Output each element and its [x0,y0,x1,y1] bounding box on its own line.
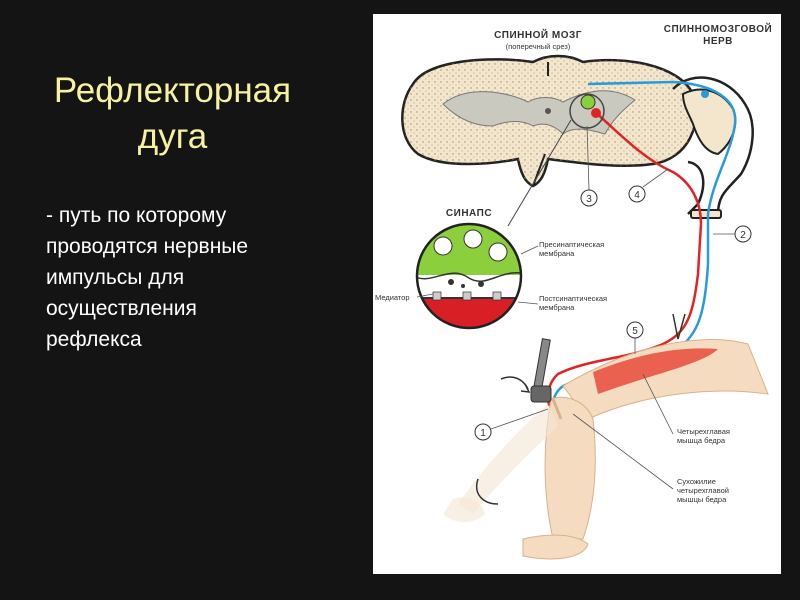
reflex-hammer-icon [500,338,552,403]
kick-arrow-icon [476,478,499,505]
svg-text:4: 4 [634,190,640,201]
kicking-leg-ghost [458,404,558,514]
quadriceps-muscle [593,348,718,394]
muscle-pointer-line [642,373,674,435]
marker-2: 2 [713,225,752,243]
tendon-label-1: Сухожилие [677,477,716,486]
synapse-label: СИНАПС [446,208,492,219]
muscle-label-1: Четырехглавая [677,427,730,436]
marker-5: 5 [626,321,644,354]
synapse-detail [415,222,539,330]
interneuron-synapse [580,94,596,110]
svg-text:3: 3 [586,194,592,205]
tendon-label-2: четырехглавой [677,486,729,495]
spinal-nerve-label-2: НЕРВ [703,36,733,47]
patellar-tendon [551,398,563,420]
sensory-neuron-body [701,90,709,98]
definition-text: - путь по которому проводятся нервные им… [46,200,346,355]
thigh-shape [562,339,769,420]
mediator-label: Медиатор [375,293,410,302]
spinal-cord-label: СПИННОЙ МОЗГ [494,28,582,41]
leg-illustration [443,339,769,560]
definition-line-2: проводятся нервные [46,235,249,258]
muscle-label-2: мышца бедра [677,436,726,445]
slide-title: Рефлекторная дуга [0,68,345,160]
synapse-pointer-line [507,119,572,227]
marker-3: 3 [580,125,598,207]
lower-leg-shape [544,396,596,540]
svg-text:1: 1 [480,428,486,439]
tendon-pointer-line [572,413,674,490]
definition-line-4: осуществления [46,297,197,320]
marker-1: 1 [474,408,549,441]
postsynaptic-label-2: мембрана [539,303,575,312]
title-line-2: дуга [137,117,208,156]
reflex-arc-diagram: 1 2 3 4 5 СПИННОЙ МОЗГ (поперечный сре [373,14,781,574]
definition-line-3: импульсы для [46,266,185,289]
definition-line-5: рефлекса [46,328,142,351]
motor-neuron-body [591,108,601,118]
spinal-cord-section [401,54,698,188]
foot-shape [522,534,589,560]
definition-line-1: - путь по которому [46,204,227,227]
central-canal [545,108,551,114]
presynaptic-label-1: Пресинаптическая [539,240,604,249]
motor-neuron-path [547,111,703,407]
diagram-canvas: 1 2 3 4 5 СПИННОЙ МОЗГ (поперечный сре [375,22,772,560]
title-line-1: Рефлекторная [53,71,292,110]
svg-text:2: 2 [740,230,746,241]
arrow-down-icon [672,313,686,340]
svg-text:5: 5 [632,326,638,337]
tendon-label-3: мышцы бедра [677,495,727,504]
postsynaptic-label-1: Постсинаптическая [539,294,607,303]
synapse-circle-outline [415,222,523,330]
marker-4: 4 [628,168,669,203]
presynaptic-label-2: мембрана [539,249,575,258]
spinal-nerve-label-1: СПИННОМОЗГОВОЙ [664,22,772,35]
spinal-cord-sublabel: (поперечный срез) [506,42,571,51]
